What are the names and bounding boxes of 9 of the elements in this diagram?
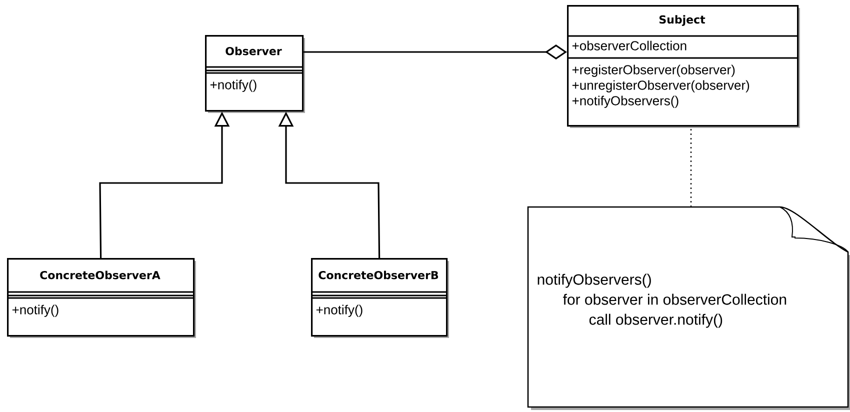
- class-box: Subject +observerCollection +registerObserver(observer) +unregisterObserver(observer) +notifyObservers(): [567, 5, 800, 128]
- class-box: Observer +notify(): [205, 35, 305, 113]
- note-text: for observer in observerCollection: [563, 294, 786, 305]
- class-box: ConcreteObserverB +notify(): [311, 258, 449, 338]
- note-text: notifyObservers(): [538, 274, 651, 288]
- note-text: call observer.notify(): [589, 314, 722, 328]
- note-box: [527, 206, 850, 410]
- class-box: ConcreteObserverA +notify(): [7, 258, 196, 338]
- connector-line: [690, 126, 692, 207]
